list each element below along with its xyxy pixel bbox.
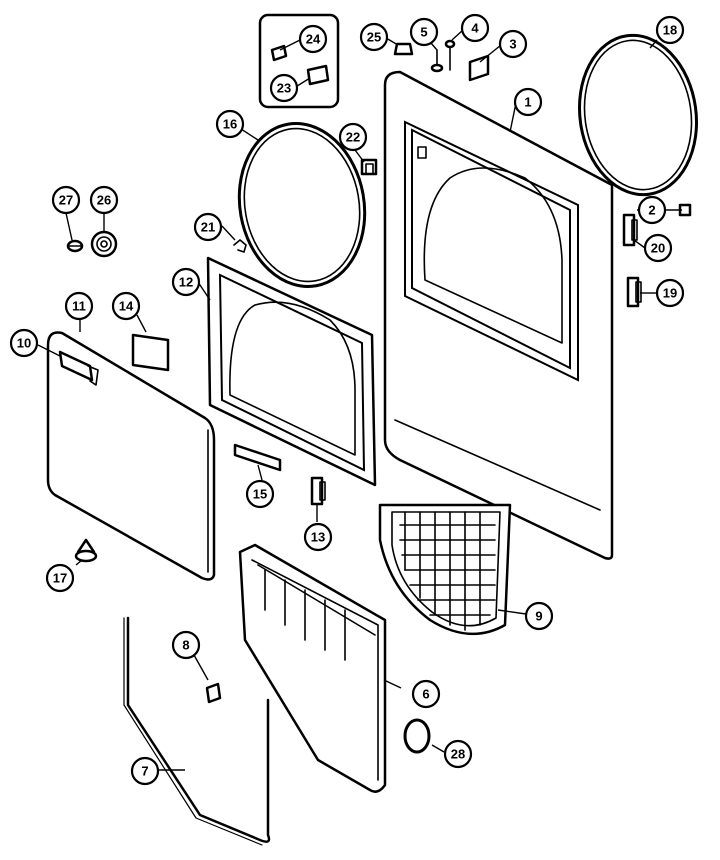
svg-text:20: 20	[651, 241, 665, 256]
svg-text:16: 16	[223, 117, 237, 132]
svg-text:23: 23	[277, 81, 291, 96]
screw-5	[430, 49, 444, 73]
svg-text:8: 8	[182, 638, 189, 653]
callout-26: 26	[89, 185, 119, 215]
callout-10: 10	[9, 328, 39, 358]
callout-19: 19	[655, 278, 685, 308]
door-gasket-ring-rear	[577, 33, 699, 197]
callout-16: 16	[215, 109, 245, 139]
svg-text:12: 12	[179, 275, 193, 290]
svg-text:10: 10	[17, 336, 31, 351]
svg-text:3: 3	[509, 37, 516, 52]
door-pad	[131, 333, 170, 372]
callout-15: 15	[245, 479, 275, 509]
svg-text:14: 14	[119, 299, 134, 314]
callout-4: 4	[460, 13, 490, 43]
svg-text:4: 4	[471, 21, 479, 36]
callout-2: 2	[637, 195, 667, 225]
svg-text:1: 1	[524, 95, 531, 110]
screw-4	[444, 39, 456, 71]
callout-11: 11	[64, 291, 94, 321]
svg-text:11: 11	[72, 299, 86, 314]
callout-12: 12	[171, 267, 201, 297]
callout-5: 5	[409, 17, 439, 47]
callout-25: 25	[359, 22, 389, 52]
svg-text:22: 22	[346, 130, 360, 145]
callout-3: 3	[498, 29, 528, 59]
callout-21: 21	[193, 212, 223, 242]
svg-text:25: 25	[367, 30, 381, 45]
svg-text:27: 27	[59, 193, 73, 208]
callout-1: 1	[513, 87, 543, 117]
o-ring	[403, 718, 431, 754]
door-gasket-ring	[237, 122, 367, 288]
wire	[126, 616, 271, 843]
svg-text:26: 26	[97, 193, 111, 208]
svg-text:7: 7	[141, 764, 148, 779]
callout-7: 7	[130, 756, 160, 786]
clip	[233, 239, 247, 253]
callout-28: 28	[443, 739, 473, 769]
callout-8: 8	[171, 630, 201, 660]
svg-text:9: 9	[535, 609, 542, 624]
bracket-3	[468, 54, 490, 82]
door-strip	[233, 443, 282, 472]
outer-door-panel	[46, 331, 216, 581]
callout-17: 17	[45, 563, 75, 593]
svg-text:19: 19	[663, 286, 677, 301]
callout-22: 22	[338, 122, 368, 152]
knob-27	[66, 239, 84, 253]
svg-text:15: 15	[253, 487, 267, 502]
callout-27: 27	[51, 185, 81, 215]
svg-text:2: 2	[648, 203, 655, 218]
callout-9: 9	[524, 601, 554, 631]
callout-20: 20	[643, 233, 673, 263]
svg-text:18: 18	[663, 23, 677, 38]
plug	[393, 42, 414, 56]
callout-13: 13	[303, 522, 333, 552]
front-panel	[383, 70, 614, 560]
small-bracket	[360, 158, 378, 176]
inner-door-panel	[206, 256, 377, 487]
callouts: 1 2 3 4 5 6 7 8 9 10 11 12 13 14 15 16 1…	[9, 13, 685, 786]
bumper	[74, 538, 98, 563]
svg-text:24: 24	[306, 32, 321, 47]
svg-text:13: 13	[311, 530, 325, 545]
callout-24: 24	[298, 24, 328, 54]
callout-18: 18	[655, 15, 685, 45]
callout-6: 6	[411, 679, 441, 709]
door-handle	[58, 350, 99, 386]
svg-text:28: 28	[451, 747, 465, 762]
svg-text:17: 17	[53, 571, 67, 586]
door-hinge	[310, 476, 326, 506]
toe-panel	[238, 543, 387, 793]
callout-23: 23	[269, 73, 299, 103]
svg-text:5: 5	[420, 25, 427, 40]
callout-14: 14	[111, 291, 141, 321]
clip-8	[205, 682, 222, 704]
svg-text:6: 6	[422, 687, 429, 702]
lint-screen	[378, 503, 512, 636]
knob-26	[90, 230, 118, 258]
svg-text:21: 21	[201, 220, 215, 235]
hinge-19	[626, 276, 642, 308]
